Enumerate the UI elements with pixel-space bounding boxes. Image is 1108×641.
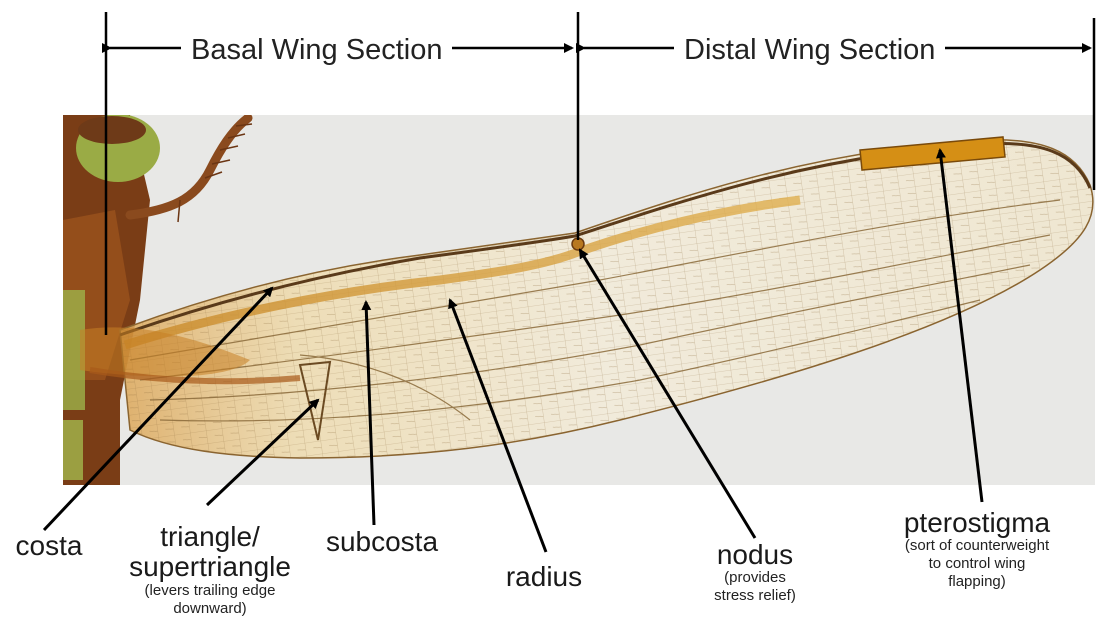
nodus-title: nodus xyxy=(680,540,830,569)
subcosta-title: subcosta xyxy=(312,527,452,556)
distal-section-label: Distal Wing Section xyxy=(674,34,945,67)
costa-title: costa xyxy=(8,531,90,560)
subcosta-label: subcosta xyxy=(312,527,452,556)
triangle-title: triangle/ supertriangle xyxy=(96,522,324,582)
radius-label: radius xyxy=(482,562,606,591)
triangle-note: (levers trailing edge downward) xyxy=(96,582,324,618)
triangle-label: triangle/ supertriangle (levers trailing… xyxy=(96,522,324,618)
costa-label: costa xyxy=(8,531,90,560)
pterostigma-note: (sort of counterweight to control wing f… xyxy=(872,537,1082,591)
pterostigma-label: pterostigma (sort of counterweight to co… xyxy=(872,508,1082,591)
pterostigma-title: pterostigma xyxy=(872,508,1082,537)
radius-title: radius xyxy=(482,562,606,591)
nodus-note: (provides stress relief) xyxy=(680,569,830,605)
basal-section-label: Basal Wing Section xyxy=(181,34,452,67)
nodus-label: nodus (provides stress relief) xyxy=(680,540,830,605)
